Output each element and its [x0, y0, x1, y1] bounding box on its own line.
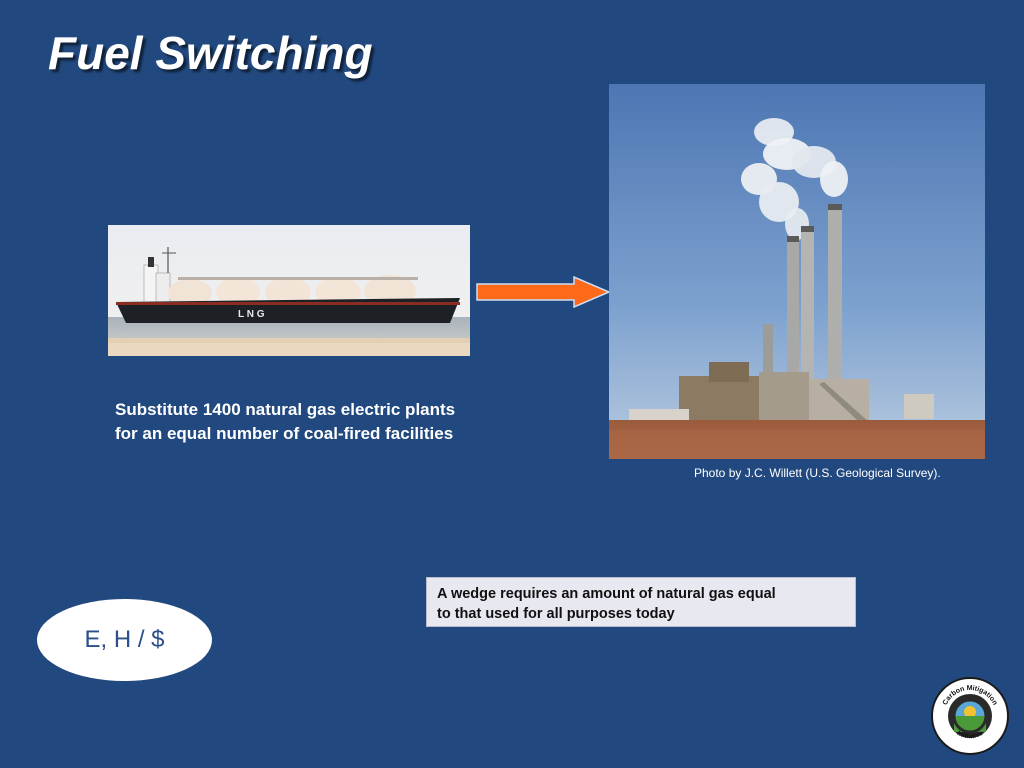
note-line-1: A wedge requires an amount of natural ga… [437, 586, 776, 602]
caption-line-1: Substitute 1400 natural gas electric pla… [115, 400, 456, 419]
slide-title: Fuel Switching [48, 27, 373, 79]
caption-line-2: for an equal number of coal-fired facili… [115, 424, 454, 443]
right-arrow-icon [476, 276, 610, 308]
logo-text-bottom: Initiative [956, 730, 985, 741]
note-line-2: to that used for all purposes today [437, 606, 675, 622]
lng-tanker-photo: L N G [108, 225, 470, 356]
wedge-note-box: A wedge requires an amount of natural ga… [426, 577, 856, 627]
coal-power-plant-photo [609, 84, 985, 459]
svg-text:Initiative: Initiative [956, 730, 985, 741]
carbon-mitigation-initiative-logo: Carbon Mitigation Initiative [931, 677, 1009, 755]
caption-text: Substitute 1400 natural gas electric pla… [115, 398, 535, 446]
ship-hull-text: L N G [238, 309, 265, 320]
category-label: E, H / $ [84, 626, 165, 653]
category-oval: E, H / $ [37, 599, 212, 681]
photo-credit: Photo by J.C. Willett (U.S. Geological S… [694, 466, 941, 480]
